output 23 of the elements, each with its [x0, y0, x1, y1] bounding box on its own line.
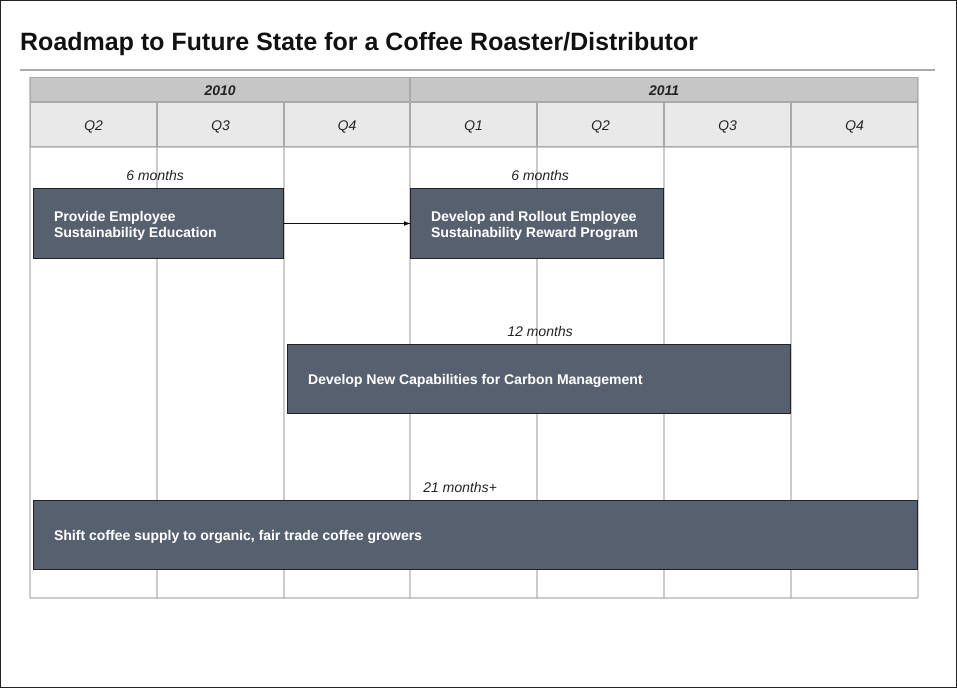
quarter-header: Q4 — [284, 102, 410, 147]
year-header: 2011 — [410, 77, 918, 102]
task-bar — [410, 188, 664, 259]
task-label: Shift coffee supply to organic, fair trade coffee growers — [54, 527, 422, 543]
diagram-title: Roadmap to Future State for a Coffee Roaster/Distributor — [20, 28, 698, 57]
quarter-header: Q2 — [30, 102, 157, 147]
quarter-header: Q1 — [410, 102, 537, 147]
quarter-header: Q2 — [537, 102, 664, 147]
task-bar — [33, 188, 284, 259]
duration-label: 12 months — [507, 323, 573, 339]
arrow — [284, 221, 410, 226]
quarter-header: Q3 — [664, 102, 791, 147]
year-header: 2010 — [30, 77, 410, 102]
duration-label: 6 months — [126, 167, 184, 183]
task-bar — [33, 500, 918, 570]
task-bar — [287, 344, 791, 414]
task-label: Provide Employee Sustainability Education — [54, 208, 218, 240]
duration-label: 21 months+ — [423, 479, 497, 495]
task-label: Develop and Rollout Employee Sustainability Reward Program — [431, 208, 639, 240]
quarter-header: Q3 — [157, 102, 284, 147]
task-label: Develop New Capabilities for Carbon Management — [308, 371, 643, 387]
quarter-header: Q4 — [791, 102, 918, 147]
duration-label: 6 months — [511, 167, 569, 183]
